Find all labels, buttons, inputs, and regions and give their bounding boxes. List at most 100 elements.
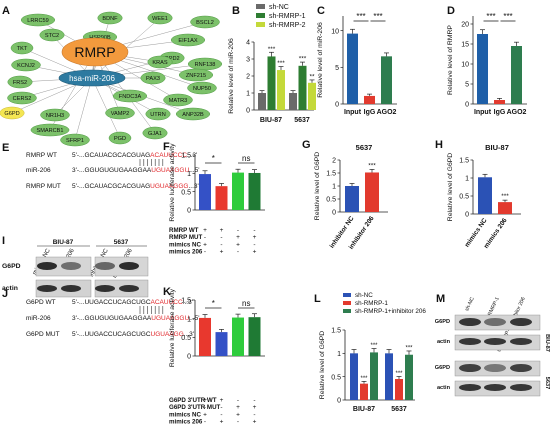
- condition-sign: -: [204, 404, 206, 411]
- network-node-label: STC2: [45, 33, 59, 39]
- condition-sign: -: [253, 411, 255, 418]
- y-axis-label: Relative level of G6PD: [319, 331, 326, 399]
- network-node-label: VAMP2: [111, 111, 130, 117]
- blot-band: [510, 364, 532, 372]
- bar: [248, 317, 261, 356]
- sequence-label: RMRP WT: [26, 152, 57, 159]
- bar: [298, 65, 307, 110]
- bar: [248, 172, 261, 210]
- blot-band: [119, 262, 139, 270]
- x-category-label: Input: [474, 109, 492, 116]
- blot-band: [510, 384, 532, 391]
- network-node: [30, 123, 70, 137]
- bar: [199, 174, 211, 210]
- bar: [215, 332, 228, 356]
- panel-letter: C: [317, 5, 325, 17]
- y-tick-label: 0: [187, 208, 191, 215]
- condition-sign: -: [253, 227, 255, 234]
- sequence-label: G6PD MUT: [26, 331, 60, 338]
- y-tick-label: 0: [332, 210, 336, 217]
- condition-sign: +: [236, 411, 240, 418]
- x-category-label: 5637: [391, 406, 407, 413]
- network-node-label: NUP50: [193, 86, 211, 92]
- blot-lane-label: sh-NC: [464, 296, 476, 312]
- legend-swatch: [343, 293, 351, 297]
- panel-letter: H: [435, 139, 443, 151]
- network-node-label: ANP32B: [182, 112, 204, 118]
- network-node: [39, 28, 65, 42]
- condition-sign: -: [253, 241, 255, 248]
- condition-sign: -: [220, 241, 222, 248]
- significance-label: ***: [395, 371, 403, 377]
- y-tick-label: 2: [246, 74, 250, 81]
- y-axis-label: Relative level of miR-206: [228, 38, 235, 114]
- sequence-label: miR-206: [26, 315, 51, 322]
- sequence-text: 5'-...GCAUACGCACGUAGACAUUCCC...3': [72, 152, 197, 159]
- panel-letter: L: [314, 293, 321, 305]
- y-tick-label: 0: [337, 398, 341, 405]
- blot-band: [459, 338, 481, 345]
- y-tick-label: 0.5: [181, 335, 191, 342]
- condition-sign: +: [253, 234, 257, 241]
- significance-label: ns: [242, 299, 250, 308]
- significance-label: ns: [242, 154, 250, 163]
- network-node: [0, 106, 25, 120]
- blot-band: [37, 262, 57, 270]
- network-node-label: KCNJ2: [17, 63, 35, 69]
- sequence-label: G6PD WT: [26, 299, 56, 306]
- blot-group-label: 5637: [114, 239, 129, 246]
- blot-band: [119, 285, 139, 292]
- legend-swatch: [256, 4, 265, 9]
- sequence-label: miR-206: [26, 167, 51, 174]
- network-node: [60, 133, 90, 147]
- y-tick-label: 3: [246, 57, 250, 64]
- y-tick-label: 4: [246, 40, 250, 47]
- network-node-label: RNF138: [195, 62, 216, 68]
- blot-group-label: BIU-87: [53, 239, 74, 246]
- bar: [350, 353, 358, 400]
- bar: [395, 379, 403, 400]
- y-tick-label: 5: [465, 82, 469, 89]
- blot-row-label: G6PD: [2, 263, 21, 270]
- y-tick-label: 1: [465, 176, 469, 183]
- condition-sign: +: [203, 241, 207, 248]
- bar: [498, 202, 512, 214]
- blot-band: [459, 364, 481, 372]
- network-hub-rmrp: [61, 37, 129, 67]
- y-axis-label: Relative level of G6PD: [447, 153, 454, 221]
- condition-sign: +: [220, 249, 224, 256]
- blot-band: [484, 364, 506, 372]
- bar: [381, 56, 392, 104]
- legend-swatch: [256, 13, 265, 18]
- blot-group-label: BIU-87: [544, 334, 550, 352]
- network-node: [140, 71, 166, 85]
- condition-sign: +: [236, 404, 240, 411]
- blot-band: [484, 338, 506, 345]
- x-category-label: IgG: [494, 109, 506, 116]
- panel-letter: G: [302, 139, 311, 151]
- network-node-label: EIF1AX: [178, 38, 198, 44]
- network-node-label: WEE1: [152, 16, 168, 22]
- y-tick-label: 20: [461, 22, 469, 29]
- legend-label: sh-RMRP-1+inhibitor 206: [355, 308, 426, 315]
- significance-label: ***: [373, 12, 382, 21]
- network-node-label: GPD2: [164, 56, 179, 62]
- network-node: [10, 41, 34, 55]
- significance-label: ***: [360, 376, 368, 382]
- bar: [405, 354, 413, 400]
- y-tick-label: 0: [465, 212, 469, 219]
- network-edge: [74, 77, 93, 141]
- condition-sign: -: [253, 397, 255, 404]
- condition-sign: +: [203, 411, 207, 418]
- legend-label: sh-RMRP-2: [269, 22, 306, 29]
- condition-label: RMRP WT: [169, 227, 199, 234]
- network-hub-label: hsa-miR-206: [69, 74, 115, 83]
- condition-sign: +: [236, 234, 240, 241]
- condition-label: G6PD 3'UTR WT: [169, 397, 217, 404]
- y-tick-label: 2: [332, 158, 336, 165]
- condition-label: mimics NC: [169, 411, 202, 418]
